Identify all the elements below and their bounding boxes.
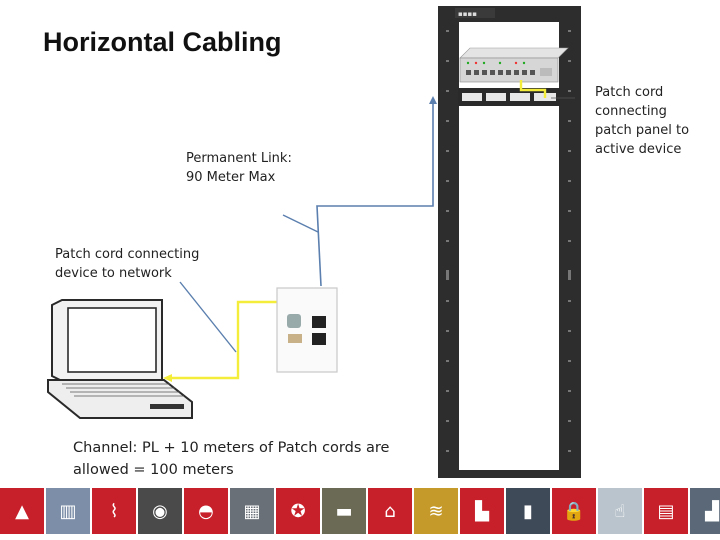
city-image-icon: ▮	[506, 488, 550, 534]
patch-cord-panel-to-switch	[519, 80, 547, 98]
switch-ports	[466, 68, 552, 76]
rack-brand-icon: ▪▪▪▪	[458, 10, 477, 18]
footer-icon-strip: ▲ ▥ ⌇ ◉ ◓ ▦ ✪ ▬ ⌂ ≋ ▙ ▮ 🔒 ☝ ▤ ▟	[0, 486, 720, 540]
network-switch	[459, 47, 569, 83]
laptop	[47, 299, 193, 419]
touch-panel-icon: ☝	[598, 488, 642, 534]
permanent-link-pointer	[282, 214, 319, 233]
grid-image-icon: ▦	[230, 488, 274, 534]
building-icon: ▤	[644, 488, 688, 534]
permanent-link-cable	[316, 100, 434, 287]
patch-cord-network-pointer	[179, 281, 237, 353]
patch-cord-panel-label: Patch cord connecting patch panel to act…	[595, 85, 690, 157]
star-emblem-icon: ✪	[276, 488, 320, 534]
factory-icon: ▙	[460, 488, 504, 534]
cables-image-icon: ≋	[414, 488, 458, 534]
slide-title: Horizontal Cabling	[43, 27, 282, 57]
c-logo-icon: ▲	[0, 488, 44, 534]
hard-hat-icon: ◓	[184, 488, 228, 534]
permanent-link-label: Permanent Link: 90 Meter Max	[186, 151, 292, 185]
laptop-keyboard	[62, 383, 184, 397]
rj45-jack-icon	[312, 316, 326, 328]
lock-icon: 🔒	[552, 488, 596, 534]
bar-pattern-icon: ▥	[46, 488, 90, 534]
coax-jack-icon	[287, 314, 301, 328]
patch-cord-network-label: Patch cord connecting device to network	[55, 247, 200, 281]
rack-rail-holes	[446, 30, 571, 452]
laptop-screen	[67, 307, 157, 373]
camera-icon: ◉	[138, 488, 182, 534]
channel-label: Channel: PL + 10 meters of Patch cords a…	[73, 440, 390, 478]
skyline-image-icon: ▟	[690, 488, 720, 534]
cable-arrow-up-icon	[429, 96, 437, 104]
rack-brand-plate	[455, 8, 495, 18]
laptop-touchpad	[150, 404, 184, 409]
radio-tower-icon: ⌇	[92, 488, 136, 534]
tank-image-icon: ▬	[322, 488, 366, 534]
rj45-jack-icon	[312, 333, 326, 345]
switch-leds	[466, 61, 526, 65]
patch-cord-arrow-icon	[163, 374, 172, 382]
home-icon: ⌂	[368, 488, 412, 534]
wall-outlet	[276, 287, 338, 373]
equipment-rack: ▪▪▪▪	[438, 6, 581, 478]
serial-jack-icon	[288, 334, 302, 343]
